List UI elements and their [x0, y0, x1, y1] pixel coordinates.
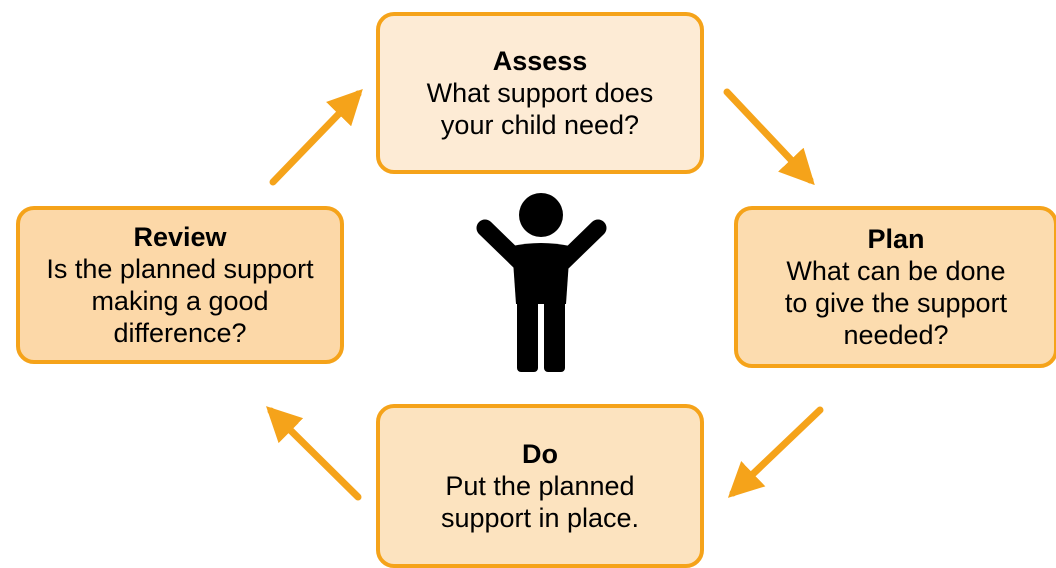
assess-description-line-1: What support does	[426, 78, 654, 108]
assess-title: Assess	[492, 46, 588, 76]
arrow-do-to-review-icon	[266, 406, 362, 501]
plan-title: Plan	[867, 224, 925, 254]
review-description-line-1: Is the planned support	[46, 254, 314, 284]
child-arms-raised-icon	[476, 193, 607, 372]
arrow-review-to-assess-icon	[269, 88, 363, 186]
do-step-box: Do Put the planned support in place.	[376, 404, 704, 568]
review-description-line-2: making a good	[91, 286, 269, 316]
assess-step-box: Assess What support does your child need…	[376, 12, 704, 174]
plan-step-box: Plan What can be done to give the suppor…	[734, 206, 1056, 368]
do-title: Do	[522, 439, 558, 469]
review-title: Review	[133, 222, 227, 252]
plan-description-line-1: What can be done	[786, 256, 1006, 286]
assess-description-line-2: your child need?	[440, 110, 640, 140]
arrow-assess-to-plan-icon	[723, 88, 815, 186]
do-description-line-2: support in place.	[440, 503, 640, 533]
do-description-line-1: Put the planned	[445, 471, 635, 501]
plan-description-line-3: needed?	[843, 320, 949, 350]
review-step-box: Review Is the planned support making a g…	[16, 206, 344, 364]
plan-description-line-2: to give the support	[784, 288, 1008, 318]
arrow-plan-to-do-icon	[727, 406, 824, 498]
review-description-line-3: difference?	[113, 318, 247, 348]
